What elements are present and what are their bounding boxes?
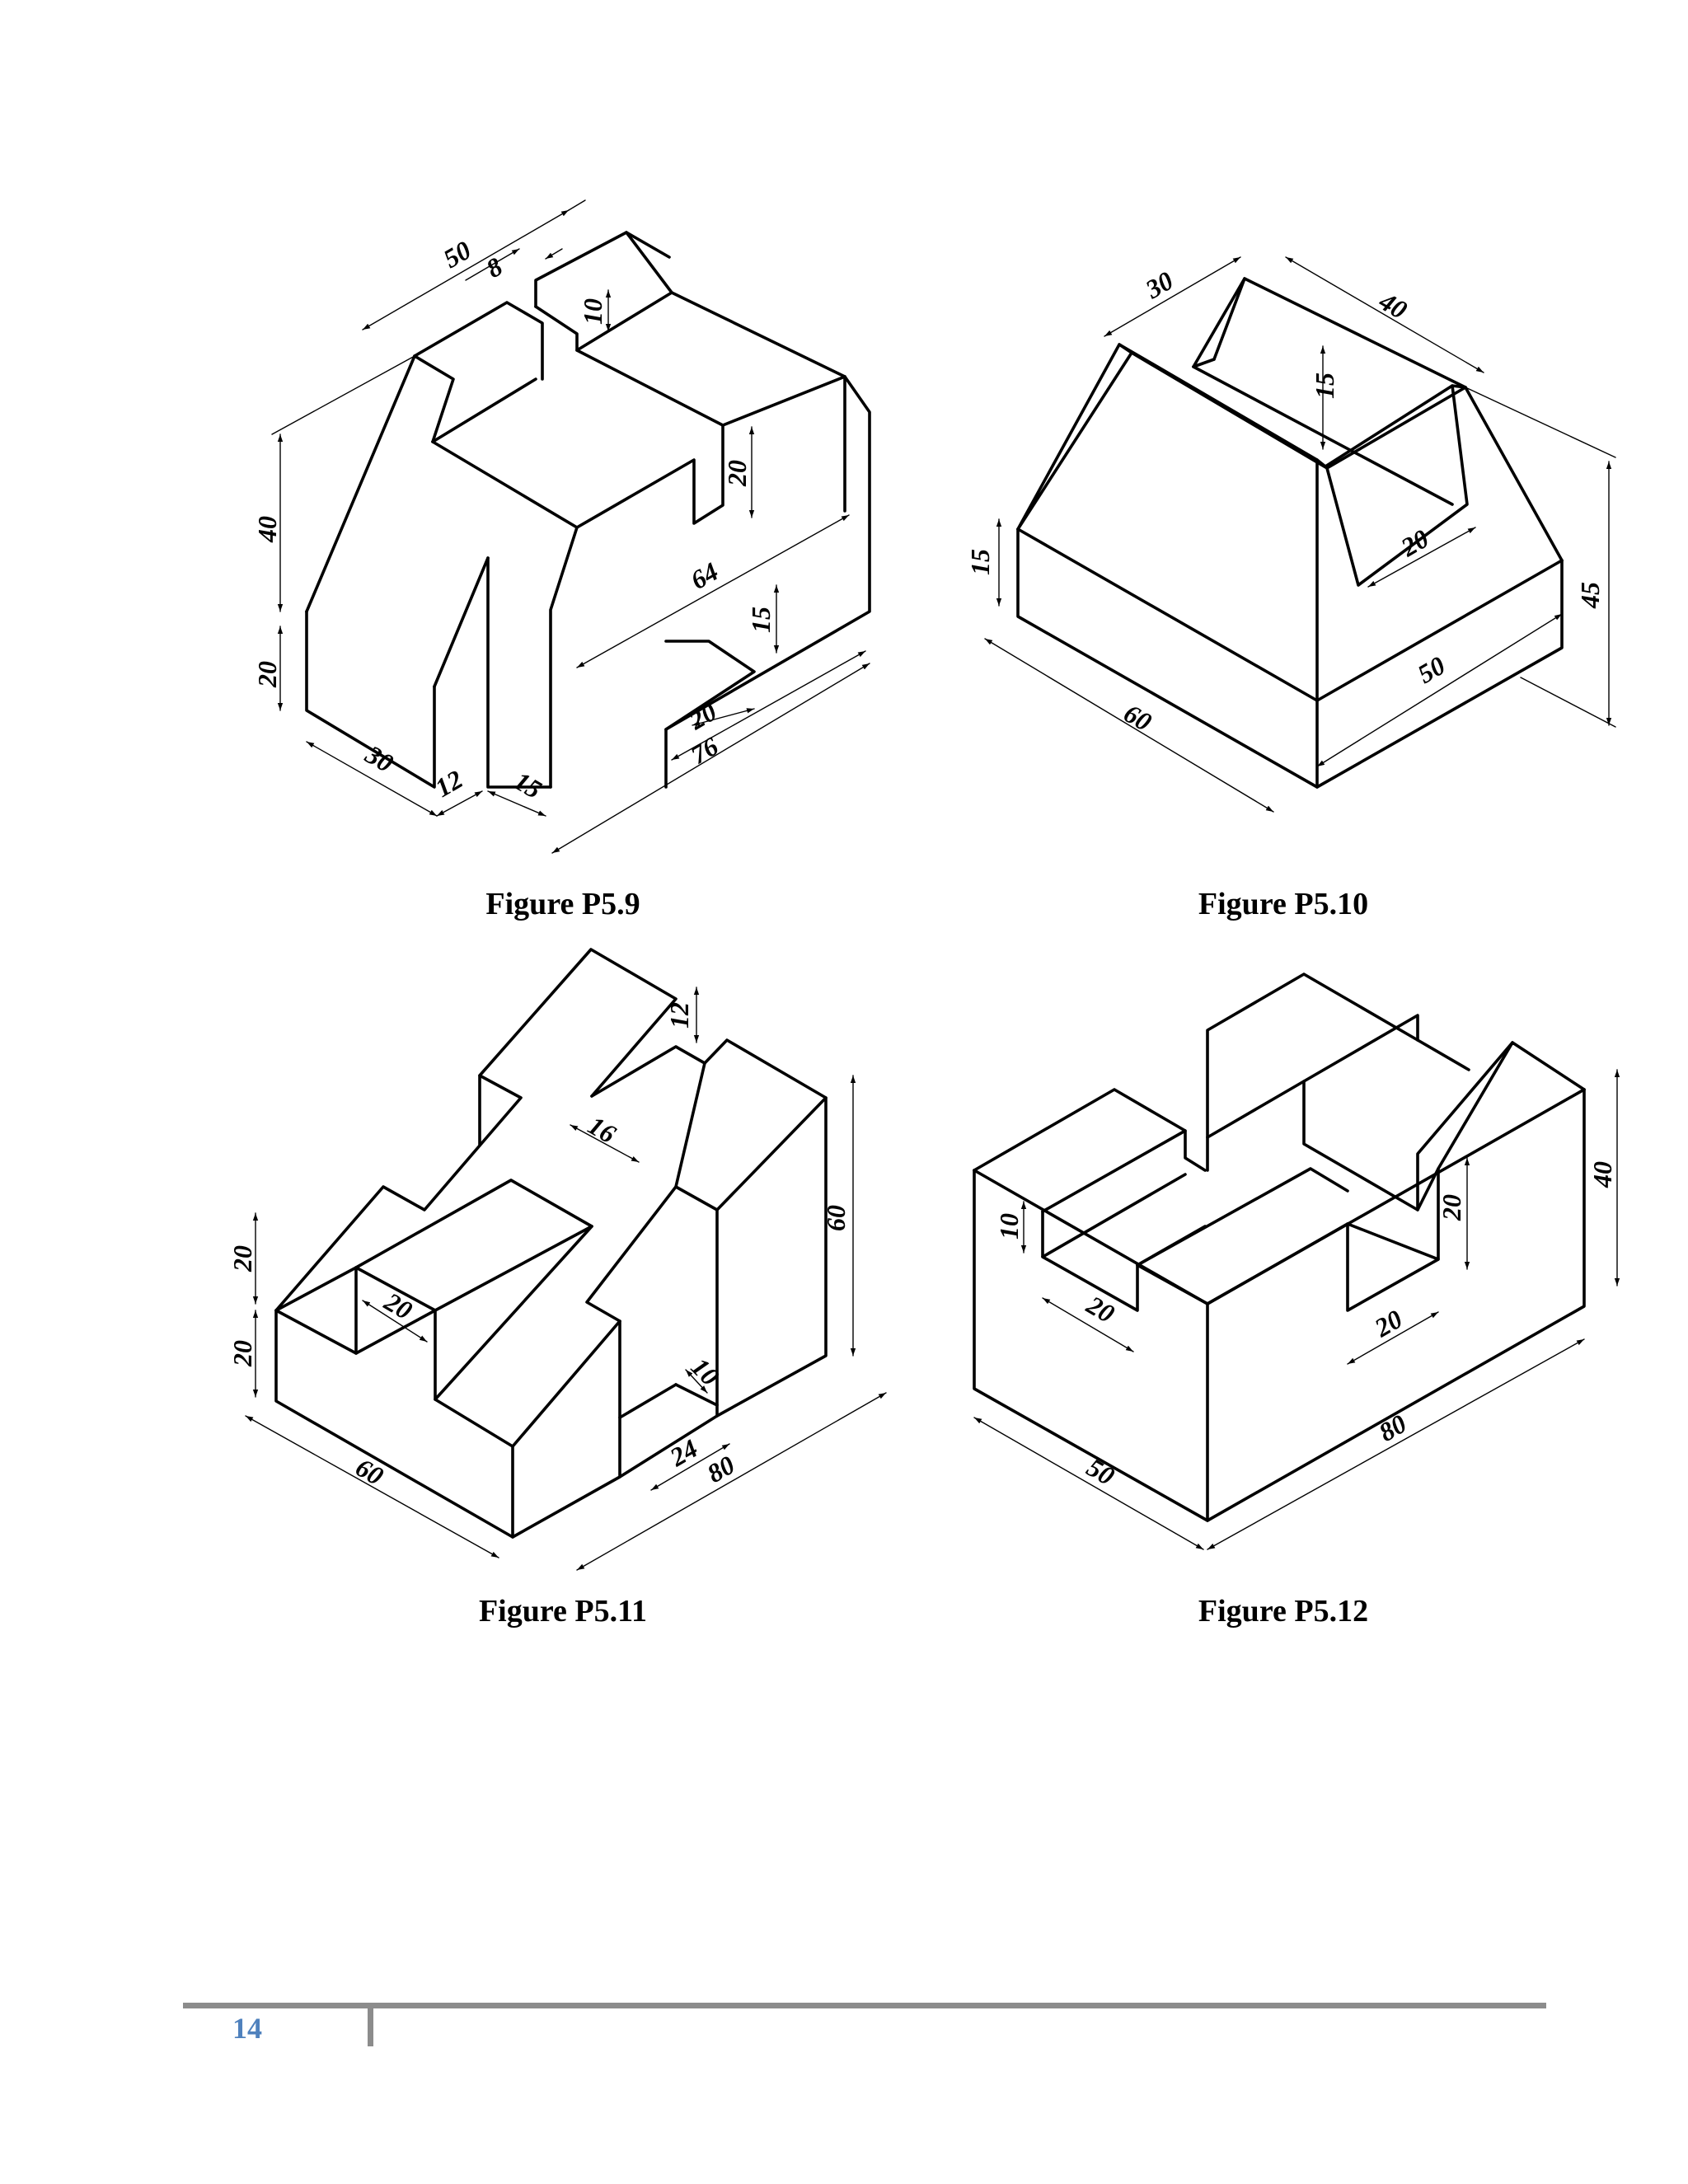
dimension-label: 12 [664,1002,694,1029]
figure-caption: Figure P5.11 [478,1594,648,1629]
dimension-label: 40 [1587,1161,1617,1188]
dimension-label: 80 [1374,1408,1412,1447]
dimension-label: 20 [1437,1194,1466,1221]
dimension-label: 20 [252,661,282,688]
dimension-label: 40 [1374,285,1413,325]
dimension-label: 50 [1082,1452,1120,1491]
figure-p5-11-drawing: 12 16 60 20 20 20 10 24 80 60 [227,948,887,1571]
dimension-label: 50 [1413,650,1451,689]
dimension-label: 45 [1575,582,1605,609]
dimension-label: 20 [227,1245,257,1272]
dimension-label: 24 [664,1433,703,1473]
footer-divider [183,2003,1546,2008]
dimension-label: 20 [1081,1289,1120,1329]
dimension-label: 60 [1119,698,1157,737]
dimension-label: 60 [821,1205,851,1231]
dimension-label: 20 [1369,1304,1408,1343]
dimension-label: 10 [686,1352,725,1391]
dimension-label: 8 [481,251,508,284]
dimension-label: 40 [252,516,282,543]
figure-p5-9-drawing: 50 8 10 40 20 20 64 15 20 76 30 12 15 [252,199,871,854]
dimension-label: 15 [509,766,547,804]
dimension-label: 60 [351,1452,389,1491]
dimension-label: 20 [227,1340,257,1367]
figure-caption: Figure P5.12 [1198,1594,1369,1629]
dimension-label: 80 [702,1450,740,1488]
dimension-label: 20 [379,1286,418,1325]
page-number: 14 [232,2012,262,2045]
dimension-label: 76 [686,731,724,770]
dimension-label: 10 [994,1213,1024,1240]
dimension-label: 15 [1310,373,1339,399]
dimension-label: 10 [578,298,607,325]
footer-separator [368,2008,373,2046]
dimension-label: 16 [584,1110,621,1149]
figure-caption: Figure P5.9 [485,887,640,921]
dimension-label: 30 [1140,265,1179,305]
dimension-label: 20 [722,460,752,487]
dimension-label: 20 [1395,523,1434,563]
figure-caption: Figure P5.10 [1198,887,1369,921]
figure-p5-10-drawing: 30 40 15 15 20 45 50 60 [965,256,1616,813]
dimension-label: 15 [746,607,776,633]
figure-p5-12-drawing: 10 20 20 40 20 50 80 [973,972,1620,1550]
figure-drawings: 50 8 10 40 20 20 64 15 20 76 30 12 15 [227,199,1620,1571]
dimension-label: 15 [965,549,995,575]
